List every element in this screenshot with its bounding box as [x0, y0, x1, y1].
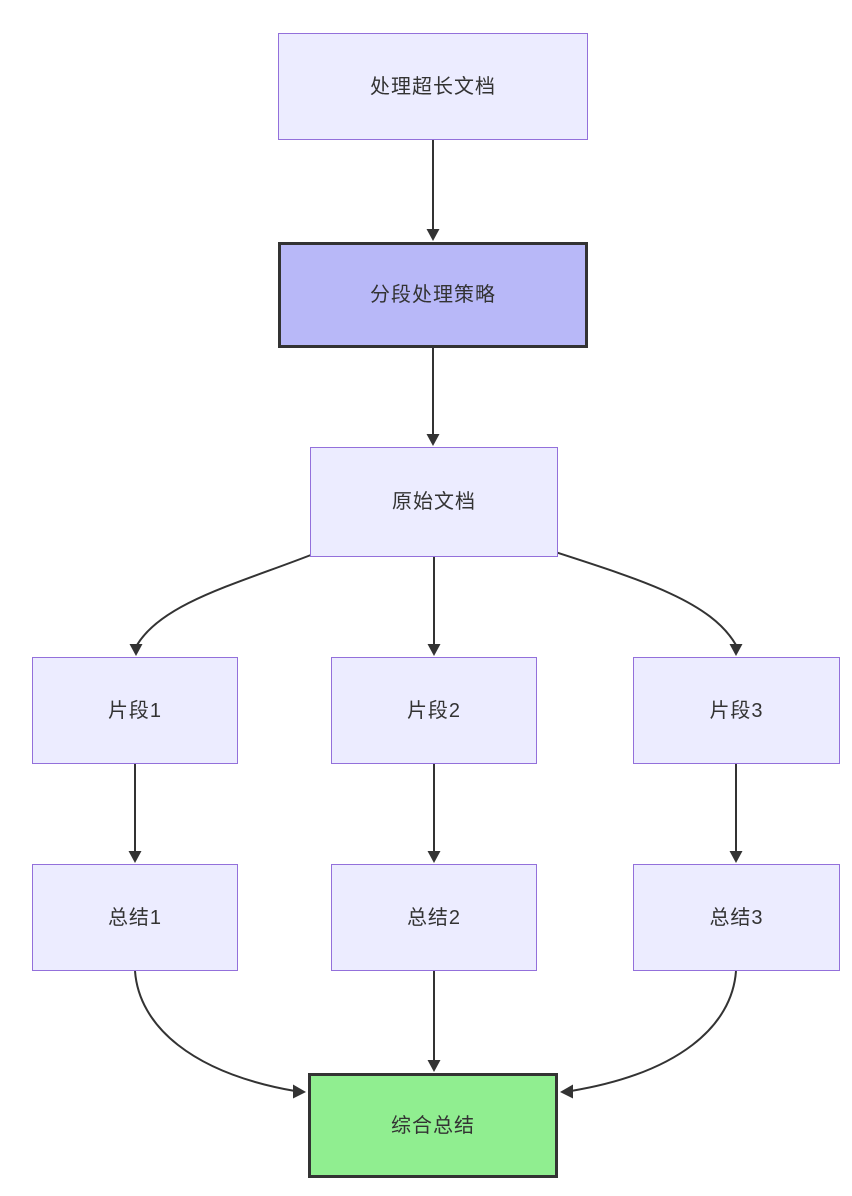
- node-combined-summary: 综合总结: [308, 1073, 558, 1178]
- node-summary-1-label: 总结1: [107, 906, 163, 929]
- arrowhead-original-frag3: [729, 644, 743, 656]
- arrowhead-sum2-final: [427, 1060, 441, 1072]
- node-fragment-1: 片段1: [32, 657, 238, 764]
- arrowhead-frag2-sum2: [427, 851, 441, 863]
- arrowhead-sum1-final: [293, 1084, 306, 1099]
- arrowhead-original-frag2: [427, 644, 441, 656]
- node-summary-2-label: 总结2: [406, 906, 462, 929]
- node-fragment-3-label: 片段3: [709, 699, 764, 722]
- arrowhead-original-frag1: [129, 644, 143, 656]
- node-process-long-document: 处理超长文档: [278, 33, 588, 140]
- node-segmentation-strategy-label: 分段处理策略: [370, 284, 496, 306]
- arrowhead-frag1-sum1: [128, 851, 142, 863]
- arrowhead-sum3-final: [560, 1084, 573, 1099]
- node-summary-1: 总结1: [32, 864, 238, 971]
- node-original-document: 原始文档: [310, 447, 558, 557]
- arrowhead-root-strategy: [426, 229, 440, 241]
- node-original-document-label: 原始文档: [392, 491, 476, 513]
- node-process-long-document-label: 处理超长文档: [370, 75, 496, 98]
- node-summary-3: 总结3: [633, 864, 840, 971]
- node-fragment-1-label: 片段1: [107, 699, 163, 722]
- node-fragment-2: 片段2: [331, 657, 537, 764]
- edge-original-frag3: [551, 550, 737, 646]
- node-summary-3-label: 总结3: [709, 906, 764, 929]
- node-fragment-2-label: 片段2: [406, 699, 462, 722]
- arrowhead-frag3-sum3: [729, 851, 743, 863]
- edge-sum1-final: [134, 970, 296, 1092]
- edge-sum3-final: [570, 970, 737, 1092]
- edge-original-frag1: [136, 552, 317, 646]
- node-segmentation-strategy: 分段处理策略: [278, 242, 588, 348]
- node-fragment-3: 片段3: [633, 657, 840, 764]
- arrowhead-strategy-original: [426, 434, 440, 446]
- node-combined-summary-label: 综合总结: [391, 1114, 475, 1137]
- node-summary-2: 总结2: [331, 864, 537, 971]
